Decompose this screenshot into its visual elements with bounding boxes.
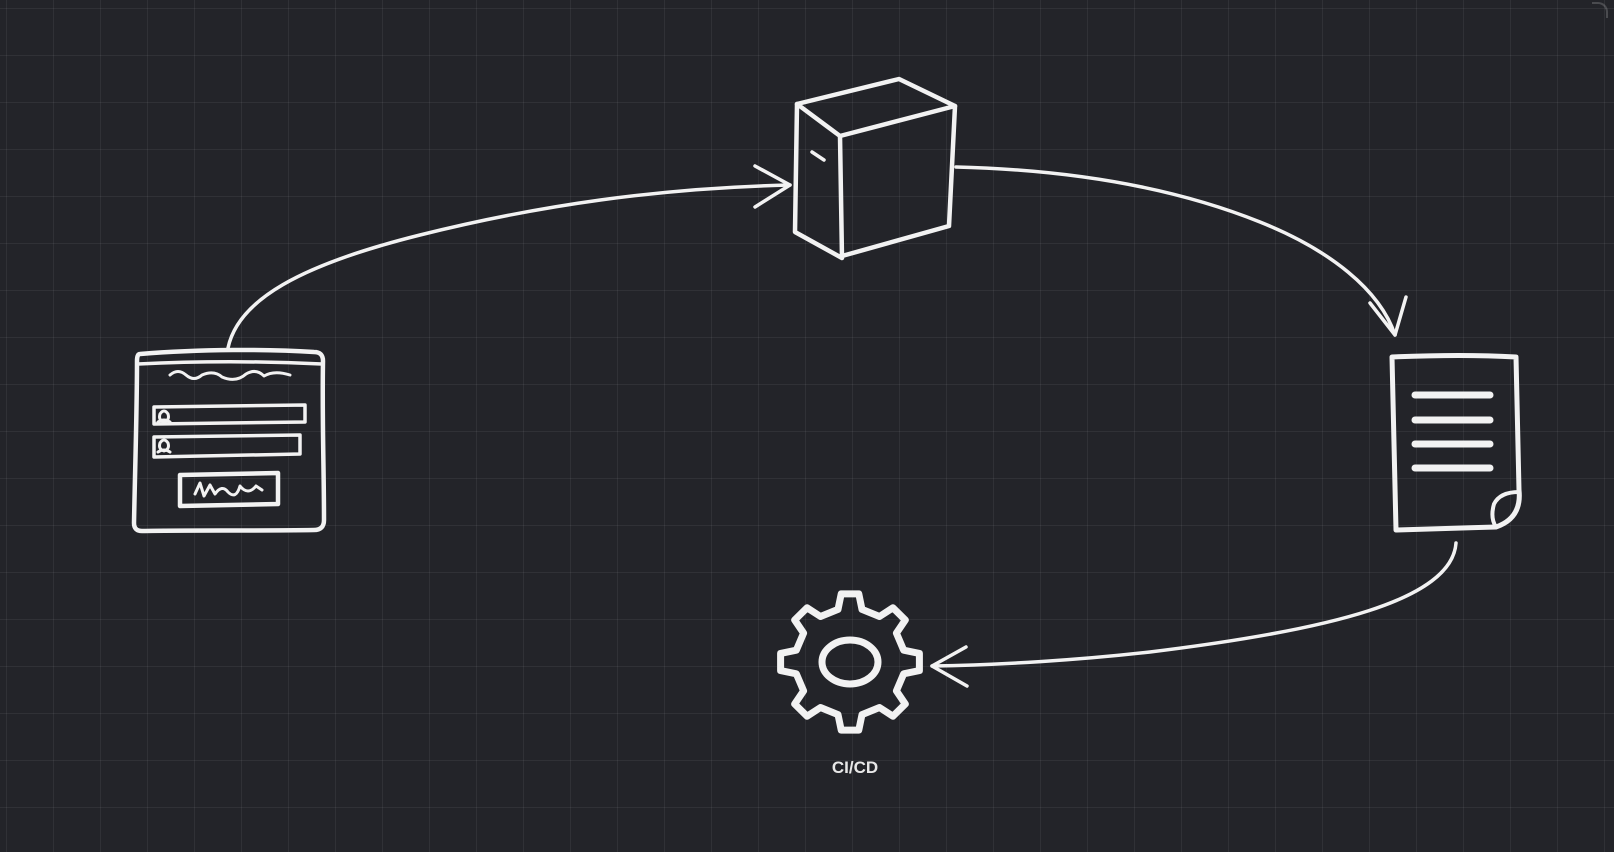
arrowhead-icon <box>930 645 969 688</box>
node-cicd[interactable]: CI/CD <box>777 590 923 777</box>
canvas-corner-mark <box>1592 2 1608 18</box>
edge-login-to-server[interactable] <box>226 164 792 350</box>
document-icon <box>1389 353 1522 533</box>
arrowhead-icon <box>753 164 792 209</box>
edge-document-to-cicd[interactable] <box>930 541 1458 688</box>
gear-icon <box>777 590 923 734</box>
edge-line <box>930 541 1458 668</box>
login-form-icon <box>131 347 327 534</box>
node-server-box[interactable] <box>792 76 958 261</box>
node-login-form[interactable] <box>131 347 327 534</box>
cube-icon <box>792 76 958 261</box>
node-label-cicd: CI/CD <box>832 758 878 777</box>
node-document[interactable] <box>1389 353 1522 533</box>
edge-line <box>226 183 792 350</box>
edge-server-to-document[interactable] <box>954 165 1408 337</box>
edge-line <box>954 165 1397 337</box>
arrowhead-icon <box>1368 295 1408 337</box>
